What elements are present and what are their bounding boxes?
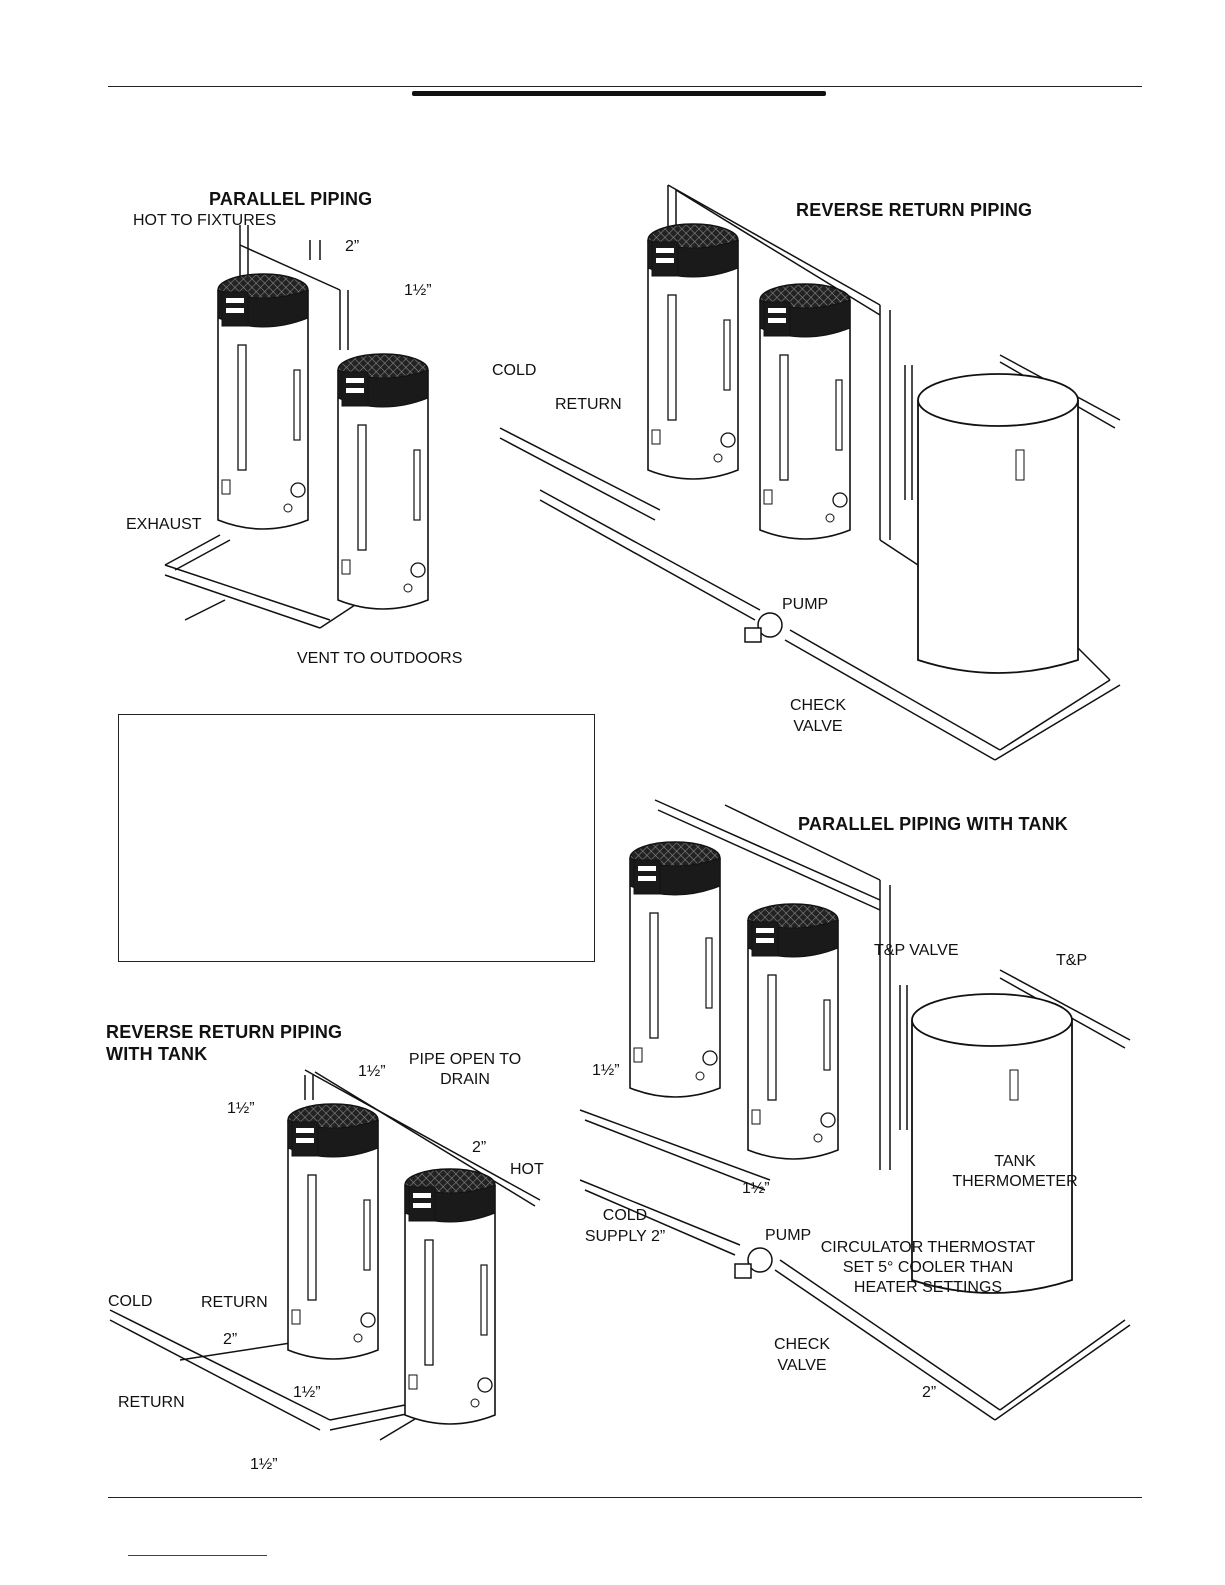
parallel-with-tank-drawing bbox=[579, 799, 1131, 1421]
pipe-size-1-5-top-label: 1½” bbox=[358, 1063, 386, 1080]
circulator-thermostat-label-line1: CIRCULATOR THERMOSTAT bbox=[820, 1239, 1036, 1256]
return-top-label: RETURN bbox=[201, 1294, 268, 1311]
pipe-size-1-5-label-a: 1½” bbox=[592, 1062, 620, 1079]
tp-valve-label: T&P VALVE bbox=[874, 942, 959, 959]
pipe-size-1-5-mid-label: 1½” bbox=[293, 1384, 321, 1401]
parallel-with-tank-title: PARALLEL PIPING WITH TANK bbox=[798, 814, 1068, 834]
pipe-size-2-mid-label: 2” bbox=[223, 1331, 238, 1348]
cold-label: COLD bbox=[108, 1293, 153, 1310]
pipe-size-1-5-left-label: 1½” bbox=[227, 1100, 255, 1117]
hot-label: HOT bbox=[510, 1161, 544, 1178]
footer-rule bbox=[108, 1497, 1142, 1498]
return-bottom-label: RETURN bbox=[118, 1394, 185, 1411]
header-rule bbox=[108, 86, 1142, 87]
reverse-return-with-tank-title-line1: REVERSE RETURN PIPING bbox=[106, 1022, 343, 1042]
note-box bbox=[118, 714, 595, 962]
pump-label: PUMP bbox=[782, 596, 829, 613]
parallel-piping-drawing bbox=[164, 225, 356, 629]
tank-thermometer-label-line2: THERMOMETER bbox=[952, 1173, 1078, 1190]
pipe-size-1-5-bottom-label: 1½” bbox=[250, 1456, 278, 1473]
check-valve-label-line1: CHECK bbox=[789, 697, 846, 714]
pipe-size-1-5-label: 1½” bbox=[404, 282, 432, 299]
header-bold-rule bbox=[412, 91, 826, 96]
hot-to-fixtures-label: HOT TO FIXTURES bbox=[133, 212, 277, 229]
pipe-size-2-label: 2” bbox=[922, 1384, 937, 1401]
tank-thermometer-label-line1: TANK bbox=[994, 1153, 1036, 1170]
reverse-return-with-tank-title-line2: WITH TANK bbox=[106, 1044, 208, 1064]
pipe-size-2-label: 2” bbox=[345, 238, 360, 255]
reverse-return-title: REVERSE RETURN PIPING bbox=[796, 200, 1033, 220]
cold-label: COLD bbox=[492, 362, 537, 379]
circulator-thermostat-label-line2: SET 5° COOLER THAN bbox=[842, 1259, 1014, 1276]
parallel-piping-title: PARALLEL PIPING bbox=[209, 189, 373, 209]
pipe-size-2-hot-label: 2” bbox=[472, 1139, 487, 1156]
pump-label: PUMP bbox=[765, 1227, 812, 1244]
vent-to-outdoors-label: VENT TO OUTDOORS bbox=[297, 650, 463, 667]
reverse-return-drawing bbox=[499, 184, 1121, 761]
cold-supply-label-line1: COLD bbox=[602, 1207, 648, 1224]
cold-supply-label-line2: SUPPLY 2” bbox=[584, 1228, 666, 1245]
circulator-thermostat-label-line3: HEATER SETTINGS bbox=[853, 1279, 1003, 1296]
footer-link-underline bbox=[128, 1555, 267, 1556]
check-valve-label-line2: VALVE bbox=[777, 1357, 827, 1374]
check-valve-label-line1: CHECK bbox=[773, 1336, 830, 1353]
return-label: RETURN bbox=[555, 396, 622, 413]
exhaust-label: EXHAUST bbox=[126, 516, 202, 533]
pipe-size-1-5-label-b: 1½” bbox=[742, 1180, 770, 1197]
pipe-open-to-drain-label-line2: DRAIN bbox=[440, 1071, 490, 1088]
pipe-open-to-drain-label-line1: PIPE OPEN TO bbox=[408, 1051, 522, 1068]
tp-label: T&P bbox=[1056, 952, 1088, 969]
check-valve-label-line2: VALVE bbox=[793, 718, 843, 735]
